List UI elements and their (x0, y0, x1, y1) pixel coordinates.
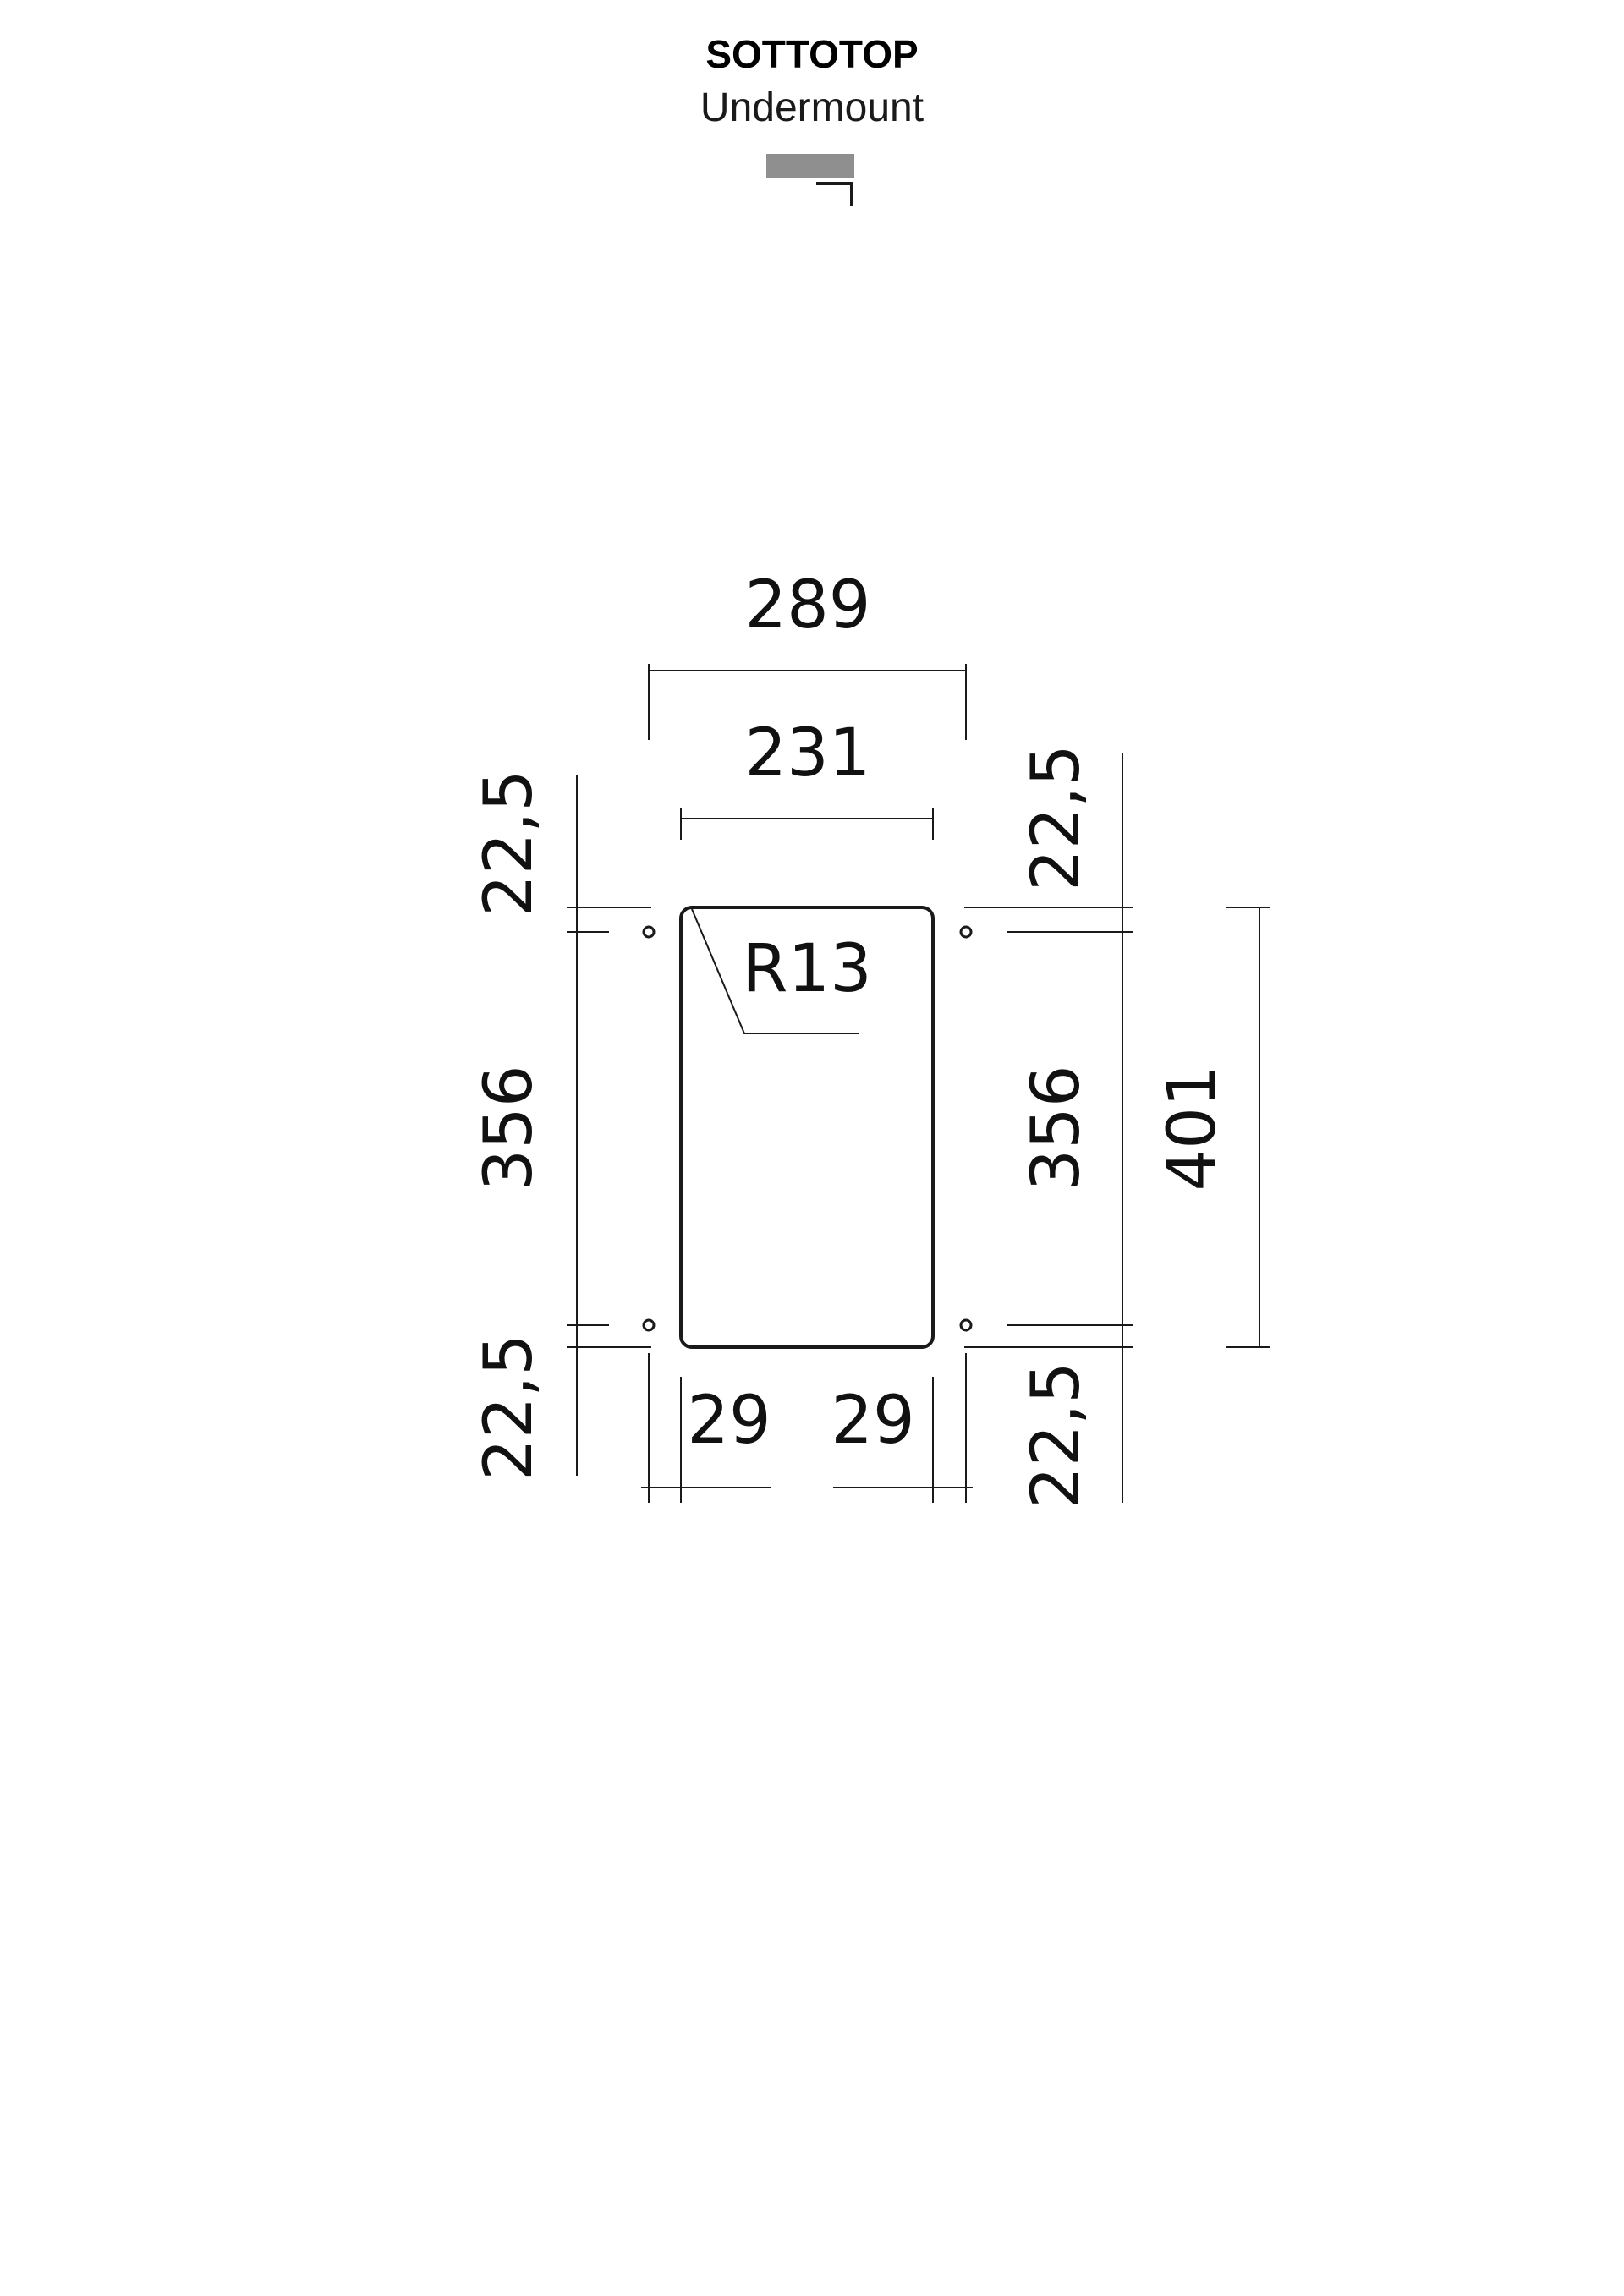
fixing-hole-top-left (642, 925, 656, 939)
dimension-label-right-margin: 29 (831, 1383, 914, 1459)
dimension-overall-height (1226, 907, 1270, 1348)
dimension-label-bottom-left-offset: 22,5 (471, 1334, 547, 1481)
dimension-label-top-right-offset: 22,5 (1018, 744, 1095, 891)
dimension-label-left-height: 356 (471, 1066, 547, 1192)
dimension-right-vertical (964, 753, 1133, 1503)
dimension-label-radius: R13 (742, 931, 871, 1007)
radius-leader-line (691, 908, 859, 1034)
dimension-label-inner-width: 231 (745, 715, 871, 792)
dimension-label-overall-height: 401 (1155, 1066, 1231, 1192)
fixing-hole-bottom-right (959, 1318, 973, 1332)
dimension-overall-width (648, 664, 967, 740)
dimension-label-top-left-offset: 22,5 (471, 770, 547, 917)
dimension-inner-width (680, 808, 934, 840)
fixing-hole-top-right (959, 925, 973, 939)
dimension-label-left-margin: 29 (687, 1383, 771, 1459)
dimension-label-bottom-right-offset: 22,5 (1018, 1362, 1095, 1509)
page-title: SOTTOTOP (705, 32, 918, 76)
dimension-label-overall-width: 289 (745, 567, 871, 644)
dimension-label-right-height: 356 (1018, 1066, 1095, 1192)
undermount-symbol-icon (766, 154, 854, 206)
dimension-bottom-margins (641, 1353, 973, 1503)
fixing-hole-bottom-left (642, 1318, 656, 1332)
dimension-left-vertical (567, 775, 651, 1476)
sink-cutout-outline (679, 906, 935, 1349)
page-subtitle: Undermount (700, 85, 924, 130)
